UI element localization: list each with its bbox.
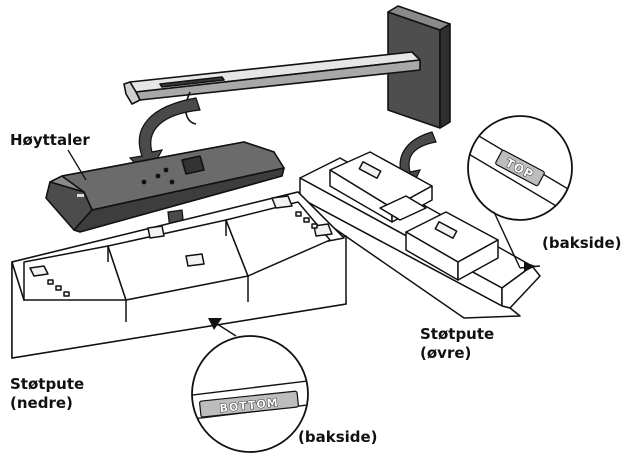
upper-cushion — [299, 151, 541, 319]
speaker — [45, 141, 285, 233]
wall-bracket — [123, 5, 451, 129]
magnifier-top: TOP — [467, 115, 573, 272]
label-backside-lower: (bakside) — [298, 428, 378, 446]
label-backside-upper: (bakside) — [542, 234, 622, 252]
magnifier-bottom: BOTTOM — [191, 318, 309, 453]
label-upper-title: Støtpute — [420, 325, 494, 343]
speaker-leader-line — [67, 149, 87, 181]
label-lower-sub: (nedre) — [10, 394, 73, 412]
label-lower-title: Støtpute — [10, 375, 84, 393]
label-upper-sub: (øvre) — [420, 344, 471, 362]
lower-cushion — [11, 191, 347, 359]
label-speaker: Høyttaler — [10, 131, 90, 149]
